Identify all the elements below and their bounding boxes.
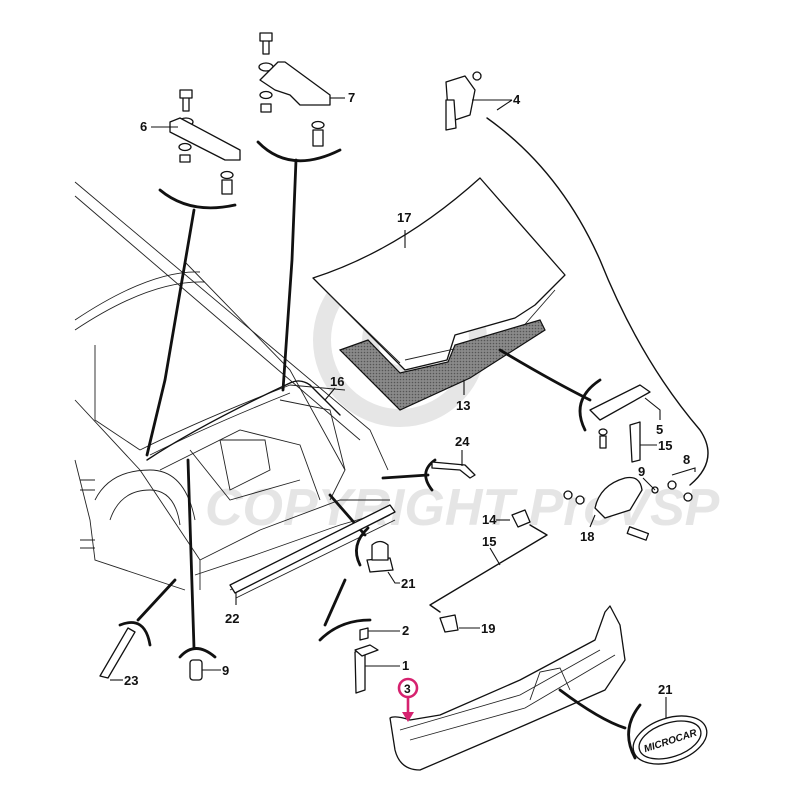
callout-5 [498,348,592,402]
part-1-bumper-bracket [318,578,379,694]
label-20: 21 [658,682,672,697]
label-22: 22 [225,611,239,626]
part-24-side-bracket [381,458,476,492]
part-4-release-handle [445,71,709,486]
label-17: 16 [330,374,344,389]
label-21: 21 [401,576,415,591]
callout-5-arc [578,378,602,432]
part-2-clip-nut [359,627,369,641]
part-7-hinge [256,32,342,392]
watermark-text: COPYRIGHT ProVSP [205,479,720,537]
part-22-cross-rail [229,504,396,594]
part-5-striker-bracket [589,384,651,449]
label-24: 24 [455,434,470,449]
part-10-stop-buffer [178,458,217,681]
part-12-insulation-pad [338,319,546,411]
label-1: 1 [402,658,409,673]
label-13: 14 [482,512,497,527]
label-14: 15 [482,534,496,549]
label-16: 17 [397,210,411,225]
part-23-lower-bracket [99,578,177,679]
labels: 6 7 4 17 16 13 5 15 8 9 18 24 14 15 21 1… [110,90,696,718]
label-2: 2 [402,623,409,638]
highlight-marker-part-3[interactable]: 3 [397,677,419,722]
part-18-bonnet-lock [563,476,650,541]
part-8-9-fixings [651,480,693,502]
label-8: 8 [683,452,690,467]
label-15: 15 [658,438,672,453]
part-19-prop-rod-clip [439,614,459,633]
label-23: 23 [124,673,138,688]
part-14-prop-rod [429,524,548,613]
part-6-hinge [145,89,241,457]
label-7: 7 [348,90,355,105]
highlight-label: 3 [404,682,411,696]
label-12: 13 [456,398,470,413]
label-19: 19 [481,621,495,636]
label-10: 9 [222,663,229,678]
part-16-bonnet [312,177,566,371]
part-3-front-bumper [389,605,642,771]
part-13-prop-rod-holder [511,509,531,528]
label-18: 18 [580,529,594,544]
part-15-safety-catch [629,421,641,463]
label-4: 4 [513,92,521,107]
label-6: 6 [140,119,147,134]
label-9: 9 [638,464,645,479]
highlight-arrowhead [402,712,414,722]
part-20-badge: MICROCAR [632,715,708,765]
label-5: 5 [656,422,663,437]
